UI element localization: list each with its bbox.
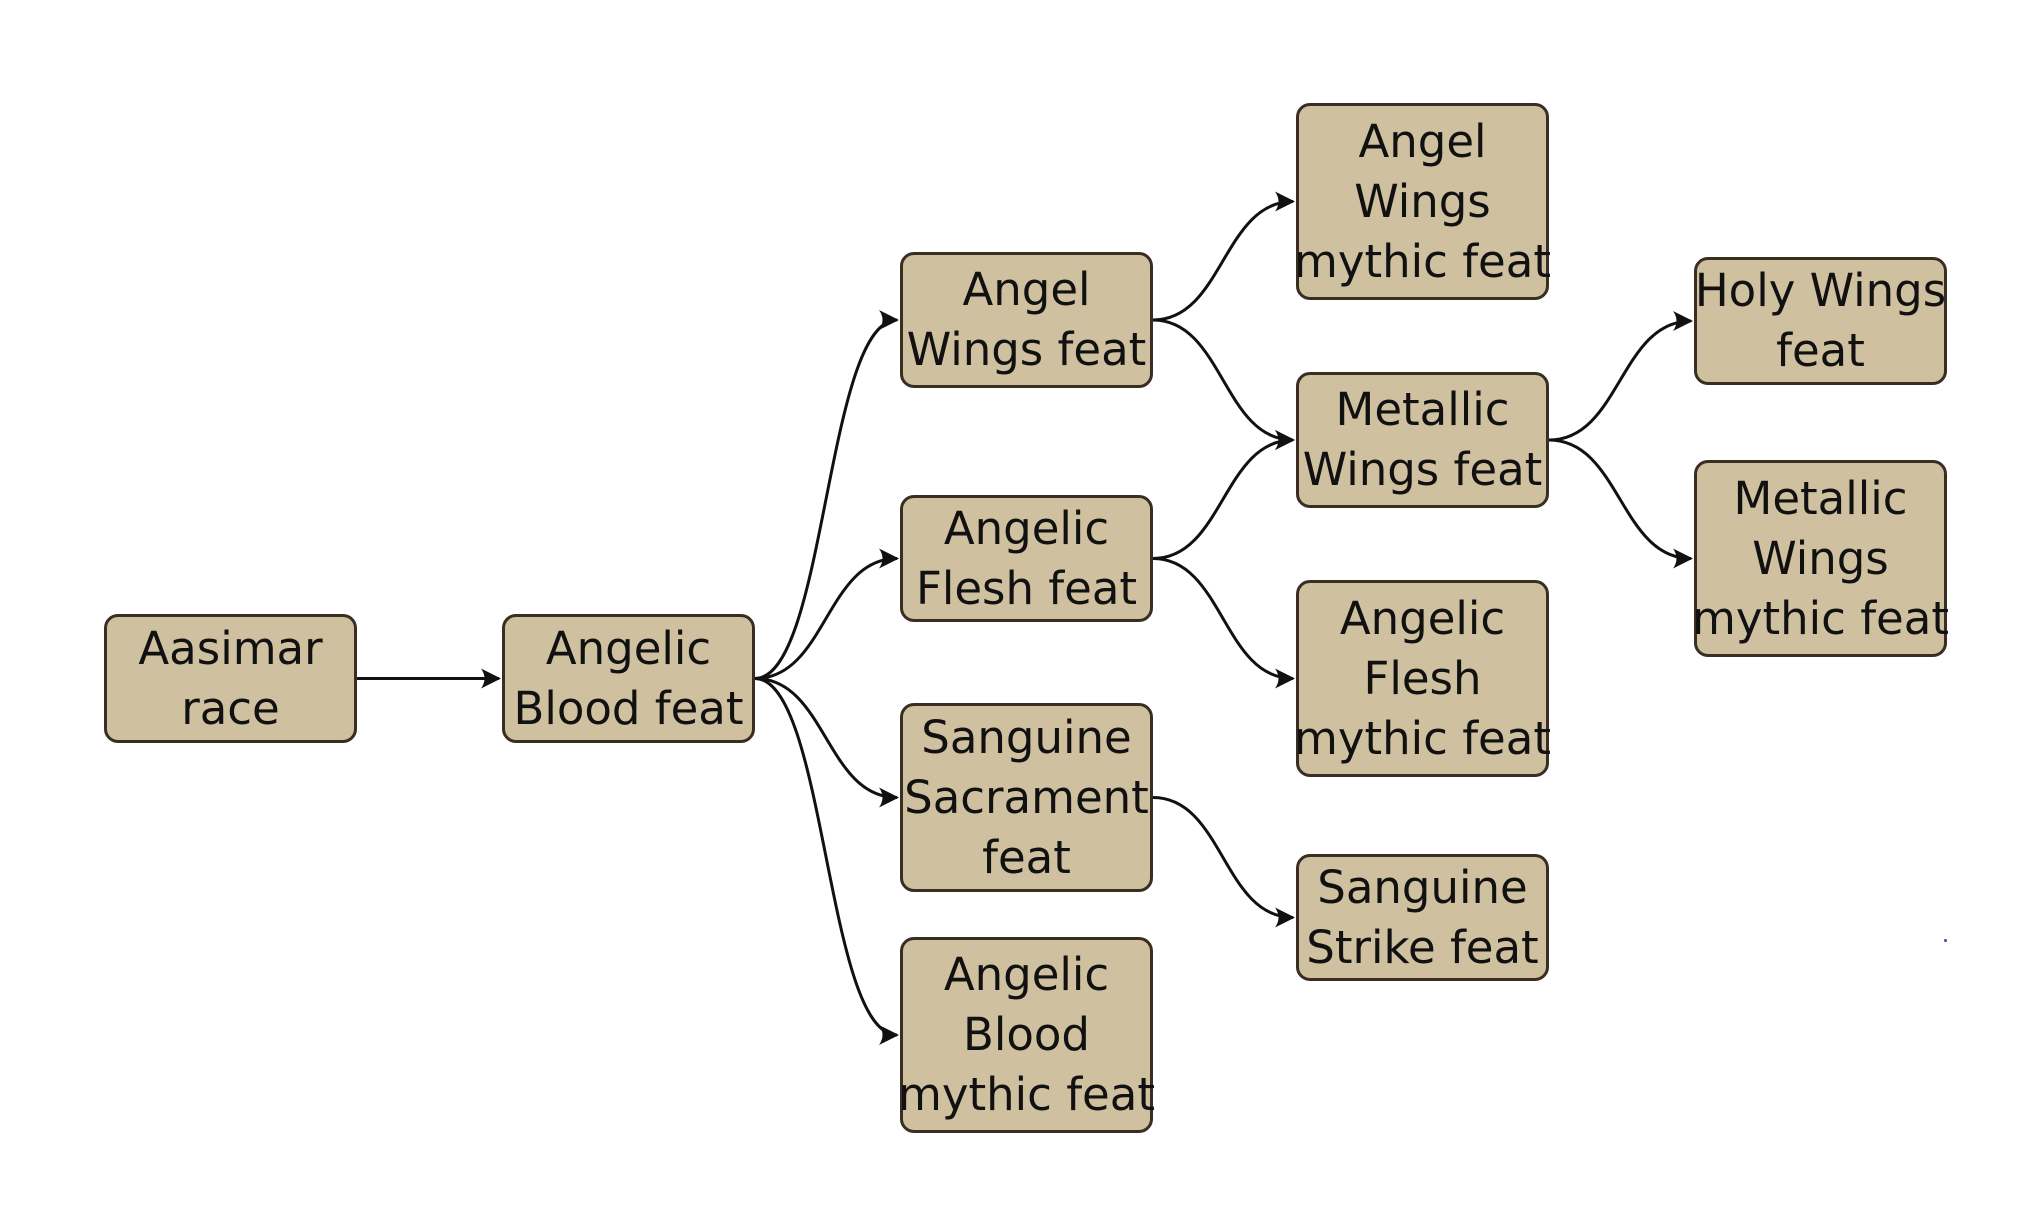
node-label-line: mythic feat	[1692, 591, 1949, 645]
edge-angelic-flesh-to-metallic-wings	[1152, 430, 1295, 560]
node-label-line: Angelic	[943, 948, 1110, 1001]
edge-angelic-blood-to-angelic-flesh	[754, 548, 899, 680]
node-label-line: Angelic	[545, 621, 712, 675]
node-label-line: Metallic	[1733, 471, 1908, 525]
node-label-line: mythic feat	[1294, 234, 1551, 288]
node-label-line: Blood	[962, 1008, 1090, 1061]
node-label-line: Wings feat	[906, 323, 1147, 376]
node-label-line: feat	[1776, 324, 1865, 377]
node-label-line: race	[181, 681, 280, 735]
edge-angelic-blood-to-angelic-blood-mythic	[754, 677, 899, 1045]
node-label-line: Strike feat	[1306, 920, 1539, 974]
node-label-line: Blood feat	[513, 681, 744, 735]
edge-angel-wings-to-angel-wings-mythic	[1152, 191, 1295, 322]
edge-angelic-blood-to-angel-wings	[754, 310, 899, 680]
node-label-line: Sacrament	[904, 770, 1149, 824]
node-aasimar: Aasimar race	[104, 614, 357, 743]
node-label-line: Angelic	[1339, 591, 1506, 645]
edge-metallic-wings-to-metallic-wings-mythic	[1548, 438, 1693, 569]
node-label-line: mythic feat	[1294, 711, 1551, 765]
stray-dot-mark	[1944, 939, 1947, 942]
node-label-line: Sanguine	[921, 710, 1132, 764]
node-label-line: Wings	[1752, 531, 1889, 585]
node-label-line: mythic feat	[898, 1068, 1155, 1121]
node-label-line: Holy Wings	[1694, 264, 1947, 317]
node-label-line: Wings	[1354, 174, 1491, 228]
node-label-line: Flesh	[1363, 651, 1482, 705]
node-label-line: Aasimar	[138, 621, 323, 675]
node-label-line: Sanguine	[1317, 860, 1528, 914]
node-label-line: Angelic	[943, 501, 1110, 555]
edge-sanguine-sacrament-to-sanguine-strike	[1152, 796, 1295, 928]
node-holy-wings: Holy Wings feat	[1694, 257, 1947, 385]
node-label-line: Flesh feat	[915, 561, 1138, 615]
edge-angelic-flesh-to-angelic-flesh-mythic	[1152, 557, 1295, 689]
node-label-line: feat	[982, 830, 1071, 884]
edge-angelic-blood-to-sanguine-sacrament	[754, 677, 899, 808]
node-label-line: Metallic	[1335, 383, 1510, 436]
node-label-line: Angel	[962, 263, 1091, 316]
edge-metallic-wings-to-holy-wings	[1548, 311, 1693, 442]
node-label-line: Wings feat	[1302, 443, 1543, 496]
edge-angel-wings-to-metallic-wings	[1152, 318, 1295, 450]
node-label-line: Angel	[1358, 114, 1487, 168]
